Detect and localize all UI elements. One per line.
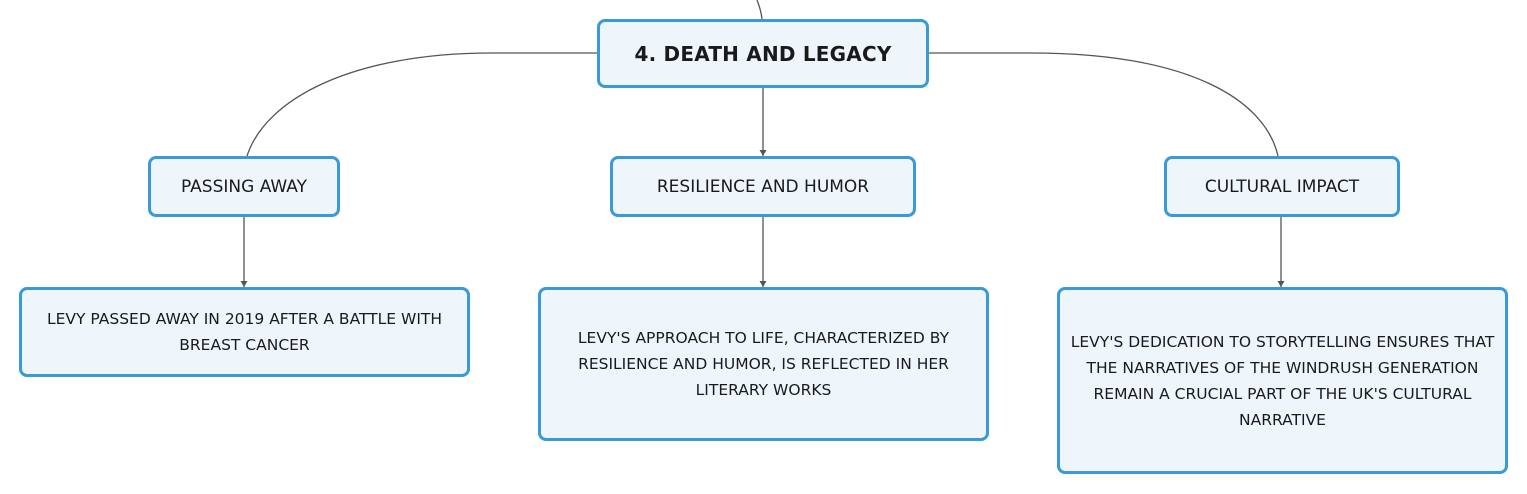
root-node-label: 4. DEATH AND LEGACY: [634, 41, 892, 66]
topic-node-resilience-and-humor[interactable]: RESILIENCE AND HUMOR: [610, 156, 916, 217]
detail-node-cultural-impact[interactable]: LEVY'S DEDICATION TO STORYTELLING ENSURE…: [1057, 287, 1508, 474]
arrowhead-resilience-detail: [759, 281, 767, 287]
arrowhead-cultural-impact-detail: [1277, 281, 1285, 287]
detail-node-resilience-and-humor[interactable]: LEVY'S APPROACH TO LIFE, CHARACTERIZED B…: [538, 287, 989, 441]
connector-parent-to-root: [756, 0, 763, 20]
detail-node-passing-away[interactable]: LEVY PASSED AWAY IN 2019 AFTER A BATTLE …: [19, 287, 470, 377]
detail-node-text: LEVY'S DEDICATION TO STORYTELLING ENSURE…: [1070, 332, 1495, 429]
topic-node-label: CULTURAL IMPACT: [1204, 176, 1360, 197]
detail-node-text: LEVY'S APPROACH TO LIFE, CHARACTERIZED B…: [577, 329, 950, 399]
detail-node-text: LEVY PASSED AWAY IN 2019 AFTER A BATTLE …: [46, 310, 443, 354]
topic-node-label: RESILIENCE AND HUMOR: [656, 176, 870, 197]
topic-node-passing-away[interactable]: PASSING AWAY: [148, 156, 340, 217]
arrowhead-passing-away-detail: [240, 281, 248, 287]
topic-node-label: PASSING AWAY: [181, 176, 307, 197]
connector-root-to-cultural-impact: [929, 52, 1279, 157]
arrowhead-resilience: [759, 150, 767, 156]
root-node-death-and-legacy[interactable]: 4. DEATH AND LEGACY: [597, 19, 929, 88]
connector-root-to-passing-away: [246, 52, 597, 157]
topic-node-cultural-impact[interactable]: CULTURAL IMPACT: [1164, 156, 1400, 217]
